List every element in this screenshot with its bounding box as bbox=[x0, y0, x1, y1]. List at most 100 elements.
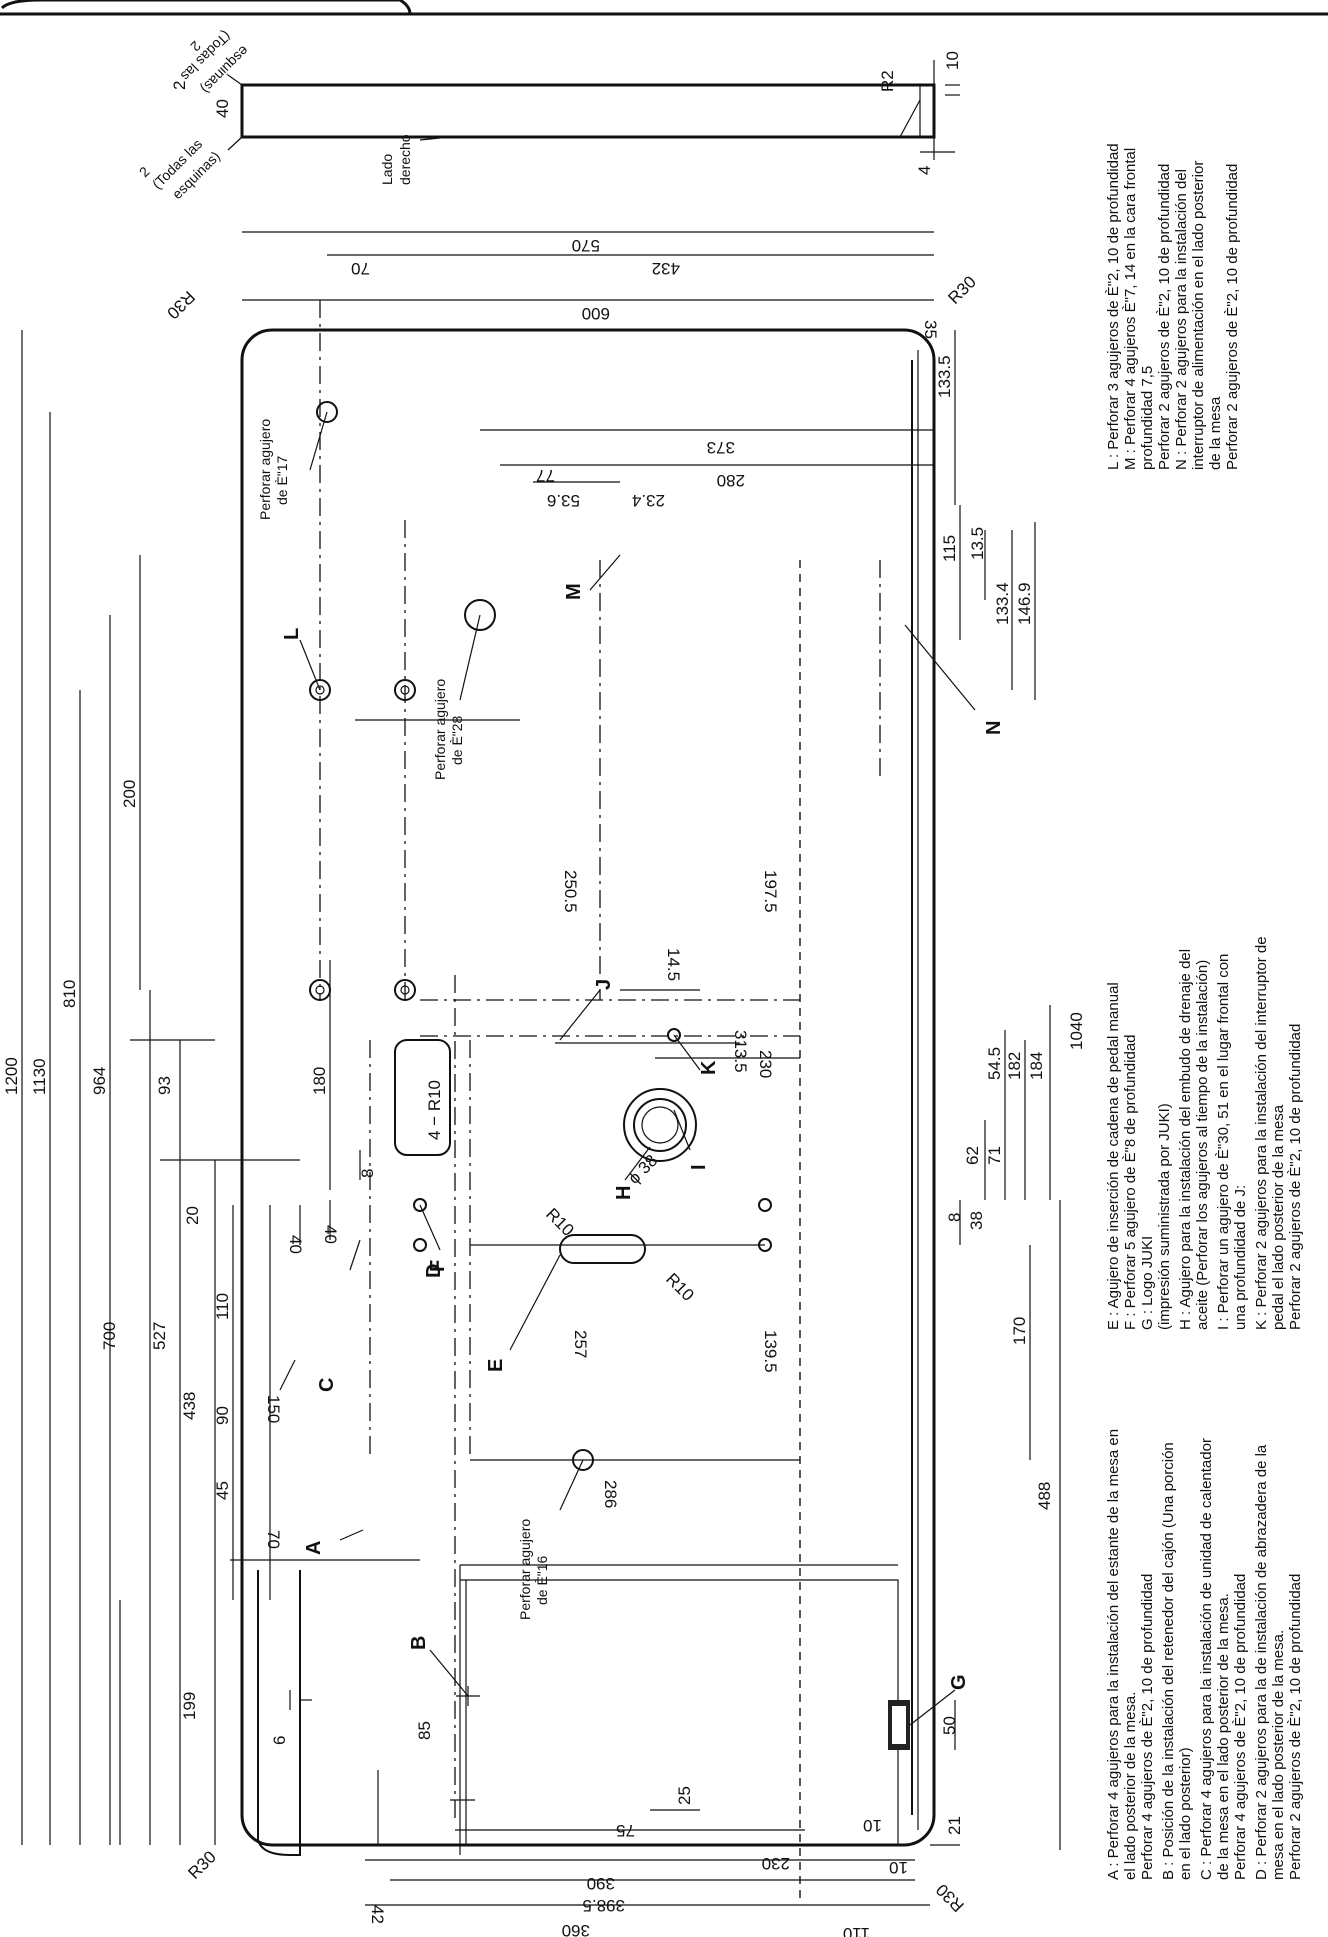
hole-K bbox=[667, 1028, 681, 1042]
letter-F: F bbox=[427, 1260, 449, 1272]
dimension-lines-right bbox=[242, 231, 1061, 1850]
dim-133-4: 133.4 bbox=[993, 582, 1012, 625]
legend-1-7: Perforar 4 agujeros de È"2, 10 de profun… bbox=[1232, 1574, 1249, 1880]
legend-2-1: F : Perforar 5 agujero de È"8 de profund… bbox=[1122, 1034, 1139, 1330]
right-side-line2: derecho bbox=[397, 134, 413, 185]
legend-2-0: E : Agujero de inserción de cadena de pe… bbox=[1105, 982, 1122, 1330]
corners-b-1: 2 bbox=[136, 163, 153, 180]
dim-139-5: 139.5 bbox=[761, 1330, 780, 1373]
dim-35: 35 bbox=[921, 320, 940, 339]
dim-184: 184 bbox=[1027, 1052, 1046, 1080]
radius-r30-bl: R30 bbox=[184, 1847, 219, 1882]
dim-75: 75 bbox=[616, 1821, 635, 1840]
phi-38: ϕ 38 bbox=[624, 1151, 661, 1188]
dim-390: 390 bbox=[587, 1874, 615, 1893]
dim-810: 810 bbox=[60, 980, 79, 1008]
edge-profile bbox=[257, 1570, 312, 1856]
right-side-profile bbox=[240, 60, 960, 160]
dim-115: 115 bbox=[940, 535, 959, 562]
dim-110: 110 bbox=[213, 1293, 232, 1320]
right-side-line1: Lado bbox=[379, 154, 395, 185]
dim-280: 280 bbox=[717, 471, 745, 490]
letter-N: N bbox=[983, 721, 1005, 735]
dim-23-4: 23.4 bbox=[632, 491, 665, 510]
dim-230a: 230 bbox=[756, 1050, 775, 1078]
dim-180: 180 bbox=[310, 1067, 329, 1095]
legend-3-5: interruptor de alimentación en el lado p… bbox=[1190, 161, 1207, 470]
letter-K: K bbox=[698, 1060, 720, 1075]
dim-70b: 70 bbox=[351, 259, 370, 278]
letter-G: G bbox=[948, 1674, 970, 1690]
radius-labels: R30 R30 R30 R30 R10 R10 R2 ϕ 38 4 − R10 bbox=[163, 70, 980, 1915]
dim-182: 182 bbox=[1005, 1052, 1024, 1080]
drill16-line1: Perforar agujero bbox=[517, 1519, 533, 1620]
legend-column-1: A : Perforar 4 agujeros para la instalac… bbox=[1105, 1429, 1304, 1880]
letter-M: M bbox=[563, 583, 585, 600]
drill16-line2: de È"16 bbox=[534, 1555, 550, 1605]
hole-L-1 bbox=[309, 679, 331, 701]
legend-1-5: C : Perforar 4 agujeros para la instalac… bbox=[1198, 1438, 1215, 1880]
dim-527: 527 bbox=[150, 1322, 169, 1350]
dim-570: 570 bbox=[572, 236, 600, 255]
legend-1-9: mesa en el lado posterior de la mesa. bbox=[1270, 1630, 1287, 1880]
hole-F-3 bbox=[758, 1198, 772, 1212]
dim-197-5: 197.5 bbox=[761, 870, 780, 913]
drill17-line1: Perforar agujero bbox=[257, 419, 273, 520]
dim-40a: 40 bbox=[286, 1235, 305, 1254]
dim-199: 199 bbox=[180, 1692, 199, 1720]
dim-10c: 10 bbox=[943, 51, 962, 70]
dim-40c: 40 bbox=[213, 99, 232, 118]
dim-257: 257 bbox=[571, 1330, 590, 1358]
drill28-line1: Perforar agujero bbox=[432, 679, 448, 780]
dim-432: 432 bbox=[652, 259, 680, 278]
slot-4-r10: 4 − R10 bbox=[425, 1080, 444, 1140]
dim-85: 85 bbox=[415, 1721, 434, 1740]
leader-lines bbox=[227, 74, 976, 1726]
legend-2-6: I : Perforar un agujero de È"30, 51 en e… bbox=[1215, 954, 1232, 1330]
legend-2-3: (impresión suministrada por JUKI) bbox=[1156, 1103, 1173, 1330]
legend-2-2: G : Logo JUKI bbox=[1139, 1236, 1156, 1330]
letter-I: I bbox=[688, 1164, 710, 1170]
letter-L: L bbox=[281, 628, 303, 640]
dim-150: 150 bbox=[264, 1395, 283, 1423]
legend-3-6: de la mesa bbox=[1207, 396, 1224, 470]
dim-1200: 1200 bbox=[2, 1057, 21, 1095]
dim-50: 50 bbox=[940, 1716, 959, 1735]
dim-70a: 70 bbox=[264, 1530, 283, 1549]
dim-8b: 8 bbox=[945, 1213, 964, 1222]
dim-20: 20 bbox=[183, 1206, 202, 1225]
legend-2-7: una profundidad de J: bbox=[1232, 1185, 1249, 1330]
dim-38: 38 bbox=[967, 1211, 986, 1230]
dim-21: 21 bbox=[945, 1816, 964, 1835]
dim-1040: 1040 bbox=[1067, 1012, 1086, 1050]
radius-r30-br: R30 bbox=[932, 1880, 967, 1915]
dim-700: 700 bbox=[100, 1322, 119, 1350]
callout-labels: Perforar agujero de È"17 Perforar agujer… bbox=[136, 28, 550, 1620]
holes-L bbox=[309, 679, 416, 1001]
legend-3-7: Perforar 2 agujeros de È"2, 10 de profun… bbox=[1224, 164, 1241, 470]
dim-54-5: 54.5 bbox=[985, 1047, 1004, 1080]
legend-1-8: D : Perforar 2 agujeros para la de insta… bbox=[1253, 1444, 1270, 1880]
dim-313-5: 313.5 bbox=[731, 1030, 750, 1073]
header-bar bbox=[0, 0, 1328, 16]
legend-1-4: en el lado posterior) bbox=[1177, 1747, 1194, 1880]
letter-C: C bbox=[316, 1378, 338, 1392]
radius-r30-tl: R30 bbox=[163, 287, 198, 322]
drill28-line2: de È"28 bbox=[449, 715, 465, 765]
legend-3-2: profundidad 7,5 bbox=[1139, 366, 1156, 470]
oil-drain-hole-H bbox=[623, 1088, 697, 1162]
dim-4: 4 bbox=[915, 166, 934, 175]
legend-2-10: Perforar 2 agujeros de È"2, 10 de profun… bbox=[1287, 1024, 1304, 1330]
legend-3-3: Perforar 2 agujeros de È"2, 10 de profun… bbox=[1156, 164, 1173, 470]
legend-2-9: pedal el lado posterior de la mesa bbox=[1270, 1104, 1287, 1330]
dim-42: 42 bbox=[368, 1905, 387, 1924]
legend-1-2: Perforar 4 agujeros de È"2, 10 de profun… bbox=[1139, 1574, 1156, 1880]
dim-93: 93 bbox=[155, 1076, 174, 1095]
dim-1130: 1130 bbox=[30, 1058, 49, 1095]
legend-1-6: de la mesa en el lado posterior de la me… bbox=[1215, 1593, 1232, 1880]
dim-14-5: 14.5 bbox=[664, 948, 683, 981]
letter-D: D bbox=[423, 1264, 445, 1278]
radius-r30-tr: R30 bbox=[944, 272, 979, 307]
hole-28 bbox=[464, 599, 496, 631]
